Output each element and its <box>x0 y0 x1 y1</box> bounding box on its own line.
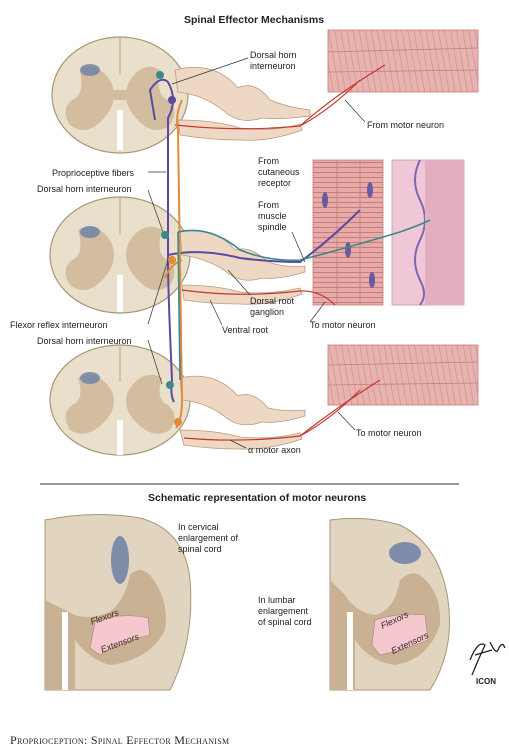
muscle-bottom <box>327 344 479 406</box>
label-cervical-enlargement: In cervical enlargement of spinal cord <box>178 522 239 554</box>
diagram-title: Spinal Effector Mechanisms <box>184 14 325 26</box>
nerve-roots-middle <box>179 230 306 305</box>
label-from-muscle-spindle: From muscle spindle <box>258 200 287 232</box>
label-to-motor-neuron-low: To motor neuron <box>356 428 422 438</box>
label-alpha-motor-axon: α motor axon <box>248 445 301 455</box>
motor-fibers-red <box>174 64 386 441</box>
leader-lines <box>147 57 366 449</box>
schematic-cervical-cord <box>44 513 192 691</box>
label-dorsal-horn-interneuron-mid: Dorsal horn interneuron <box>37 184 132 194</box>
label-lumbar-enlargement: In lumbar enlargement of spinal cord <box>258 595 312 627</box>
spinal-cord-section-top <box>51 36 189 154</box>
label-ventral-root: Ventral root <box>222 325 269 335</box>
label-dorsal-horn-interneuron-top: Dorsal horn interneuron <box>250 50 297 71</box>
muscle-top <box>327 29 479 93</box>
label-dorsal-horn-interneuron-low: Dorsal horn interneuron <box>37 336 132 346</box>
interneuron-cells <box>156 71 182 426</box>
label-dorsal-root-ganglion: Dorsal root ganglion <box>250 296 295 317</box>
spinal-cord-section-bottom <box>49 344 191 456</box>
label-from-cutaneous-receptor: From cutaneous receptor <box>258 156 300 188</box>
schematic-title: Schematic representation of motor neuron… <box>148 492 367 504</box>
cutaneous-fiber-teal <box>177 219 431 381</box>
icon-logo: ICON <box>476 677 496 686</box>
schematic-lumbar-cord <box>329 517 451 691</box>
label-proprioceptive-fibers: Proprioceptive fibers <box>52 168 135 178</box>
page-caption: Proprioception: Spinal Effector Mechanis… <box>10 733 230 747</box>
artist-signature <box>469 641 506 676</box>
skin-section <box>391 159 465 306</box>
nerve-roots-bottom <box>179 375 306 450</box>
label-to-motor-neuron-mid: To motor neuron <box>310 320 376 330</box>
label-flexor-reflex-interneuron: Flexor reflex interneuron <box>10 320 108 330</box>
nerve-roots-top <box>174 67 311 141</box>
muscle-middle <box>312 159 384 306</box>
label-from-motor-neuron: From motor neuron <box>367 120 445 130</box>
